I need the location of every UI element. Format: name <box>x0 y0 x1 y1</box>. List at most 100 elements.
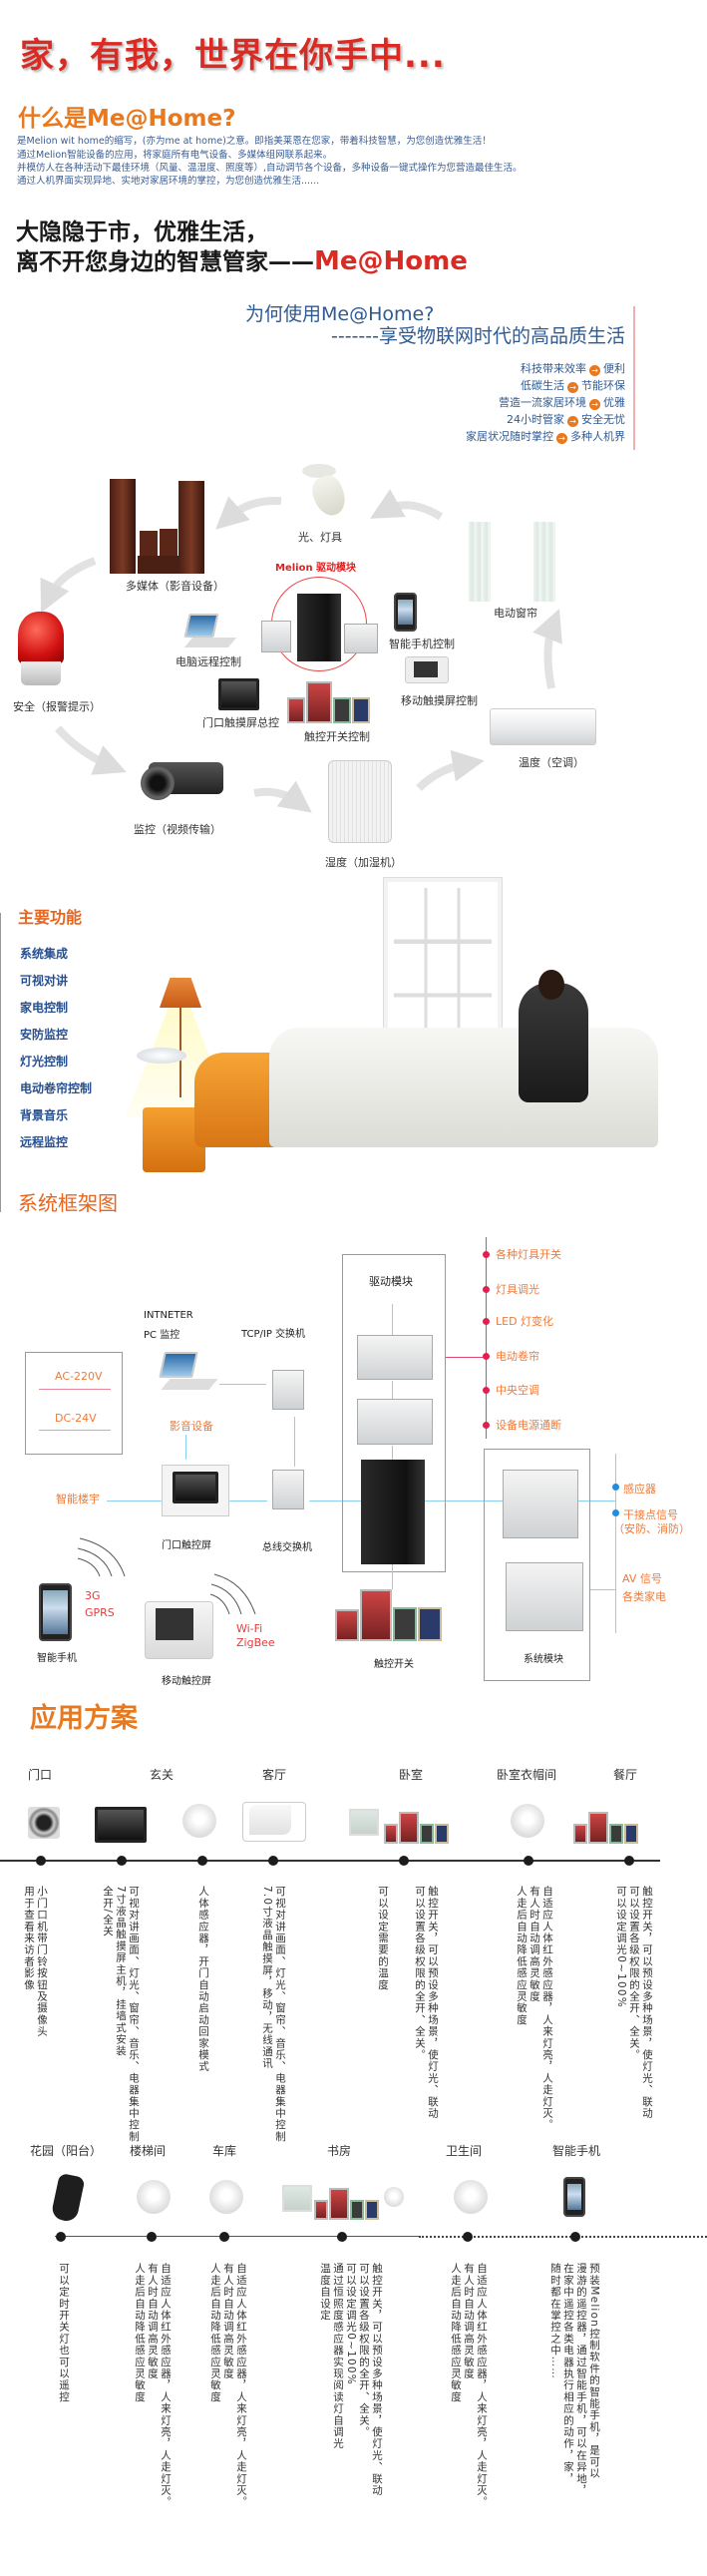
person-head <box>538 970 564 1000</box>
output-label: 电动卷帘 <box>496 1350 539 1363</box>
sensor-image <box>209 2180 243 2214</box>
benefit-right: 优雅 <box>603 396 625 409</box>
description-column: 可以设置各级权限的全开、全关。 <box>358 2263 370 2438</box>
dc-line <box>39 1430 111 1431</box>
camera-image <box>141 760 225 806</box>
3g-label: 3G <box>85 1589 101 1602</box>
room-description: 可以定时开关灯也可以遥控 <box>57 2263 70 2402</box>
remote-image <box>50 2172 86 2224</box>
output-dot <box>483 1318 490 1325</box>
description-column: 预装Melion控制软件的智能手机，是可以 <box>588 2263 600 2480</box>
output-label: 灯具调光 <box>496 1283 539 1296</box>
main-controller-image <box>361 1460 425 1564</box>
system-module-box <box>484 1449 590 1681</box>
arrow <box>532 609 562 689</box>
arrow-right-icon: → <box>567 382 578 393</box>
person <box>519 983 588 1102</box>
timeline-row1 <box>0 1860 660 1862</box>
sensor-image <box>384 2187 404 2207</box>
laptop-image <box>182 614 237 650</box>
touch-switch-image <box>287 678 370 723</box>
description-column: 触控开关，可以预设多种场景，使灯光、联动 <box>371 2263 383 2496</box>
label-humidity: 湿度（加湿机） <box>325 856 402 869</box>
description-column: 在家中遥控各类电器执行相应的动作，家， <box>562 2263 574 2485</box>
description-column: 漫游的遥控器，通过智能手机，可以在异地， <box>575 2263 587 2496</box>
dc-label: DC-24V <box>55 1412 97 1425</box>
wireless-signal-icon <box>77 1537 256 1615</box>
benefit-left: 营造一流家居环境 <box>499 396 586 409</box>
arrow-right-icon: → <box>589 399 600 410</box>
description-column: 人走后自动降低感应灵敏度 <box>134 2263 146 2403</box>
feature-item: 安防监控 <box>20 1028 69 1042</box>
benefit-left: 24小时管家 <box>507 413 564 426</box>
laptop-image <box>158 1352 218 1394</box>
system-module-image <box>503 1470 578 1538</box>
module-label: Melion 驱动模块 <box>275 563 357 574</box>
switches-image <box>384 1799 449 1844</box>
timeline-dot <box>147 2232 157 2242</box>
description-column: 可视对讲画面、灯光、窗帘、音乐、电器集中控制 <box>274 1886 286 2143</box>
label-light: 光、灯具 <box>298 531 342 544</box>
sofa <box>269 1028 658 1147</box>
solutions-title: 应用方案 <box>30 1703 138 1734</box>
description-column: 触控开关，可以预设多种场景，使灯光、联动 <box>641 1886 653 2119</box>
lamp-shade <box>160 978 201 1008</box>
description-column: 全开/全关 <box>102 1886 114 1937</box>
timeline-dot <box>337 2232 347 2242</box>
description-column: 通过恒照度感应器实现阅读灯自调光 <box>332 2263 344 2450</box>
room-heading: 卫生间 <box>445 2144 483 2158</box>
drive-module-label: 驱动模块 <box>369 1275 413 1288</box>
feature-item: 电动卷帘控制 <box>20 1081 93 1095</box>
room-heading: 楼梯间 <box>129 2144 167 2158</box>
benefit-item: 科技带来效率→便利 <box>521 360 625 376</box>
framework-title: 系统框架图 <box>18 1191 118 1215</box>
label-door-touch: 门口触摸屏总控 <box>202 716 279 729</box>
timeline-row2-dotted <box>419 2236 707 2238</box>
timeline-dot <box>56 2232 66 2242</box>
phone-image <box>563 2177 585 2217</box>
description-column: 触控开关，可以预设多种场景，使灯光、联动 <box>427 1886 439 2119</box>
benefit-right: 节能环保 <box>581 379 625 392</box>
description-column: 有人时自动调高灵敏度 <box>222 2263 234 2379</box>
mobile-screen-label: 移动触控屏 <box>162 1676 211 1687</box>
room-description: 自适应人体红外感应器，人来灯亮，人走灯灭。有人时自动调高灵敏度人走后自动降低感应… <box>515 1886 553 2131</box>
input-label: 干接点信号 <box>623 1508 678 1521</box>
output-dot <box>483 1353 490 1360</box>
drive-module-image <box>297 594 341 661</box>
benefit-right: 便利 <box>603 362 625 375</box>
label-smartphone: 智能手机控制 <box>389 638 455 650</box>
feature-item: 灯光控制 <box>20 1055 69 1069</box>
gprs-label: GPRS <box>85 1606 115 1619</box>
output-label: LED 灯变化 <box>496 1315 554 1328</box>
module-image <box>261 621 291 652</box>
bus-switch-label: 总线交换机 <box>262 1542 312 1553</box>
benefit-right: 安全无忧 <box>581 413 625 426</box>
intro-line: 是Melion wit home的缩写，(亦为me at home)之意。即指美… <box>17 136 492 147</box>
label-monitor: 监控（视频传输） <box>134 823 221 836</box>
timeline-dot <box>36 1856 46 1866</box>
room-description: 自适应人体红外感应器，人来灯亮，人走灯灭。有人时自动调高灵敏度人走后自动降低感应… <box>449 2263 488 2508</box>
timeline-dot <box>624 1856 634 1866</box>
label-touch-switch: 触控开关控制 <box>304 730 370 743</box>
output-label: 各种灯具开关 <box>496 1248 561 1261</box>
timeline-dot <box>268 1856 278 1866</box>
input-label: 感应器 <box>623 1483 656 1496</box>
timeline-dot <box>463 2232 473 2242</box>
benefit-item: 24小时管家→安全无忧 <box>507 411 625 427</box>
brand-name: Me@Home <box>314 246 468 276</box>
mobile-screen-image <box>145 1601 213 1659</box>
smartphone-label: 智能手机 <box>37 1653 77 1664</box>
input-label: 各类家电 <box>622 1590 666 1603</box>
smartphone-image <box>394 593 417 632</box>
ac-label: AC-220V <box>55 1370 103 1383</box>
drive-module-box <box>342 1254 446 1572</box>
room-heading: 门口 <box>27 1768 53 1782</box>
slogan-line-2: 离不开您身边的智慧管家——Me@Home <box>16 242 468 276</box>
intro-line: 并模仿人在各种活动下最佳环境（风量、温湿度、照度等）,自动调节各个设备，多种设备… <box>17 163 523 174</box>
label-mobile-touch: 移动触摸屏控制 <box>401 694 478 707</box>
input-label: （安防、消防） <box>613 1522 690 1535</box>
room-description: 自适应人体红外感应器，人来灯亮，人走灯灭。有人时自动调高灵敏度人走后自动降低感应… <box>133 2263 172 2508</box>
screen-image <box>95 1807 147 1843</box>
description-column: 自适应人体红外感应器，人来灯亮，人走灯灭。 <box>476 2263 488 2508</box>
